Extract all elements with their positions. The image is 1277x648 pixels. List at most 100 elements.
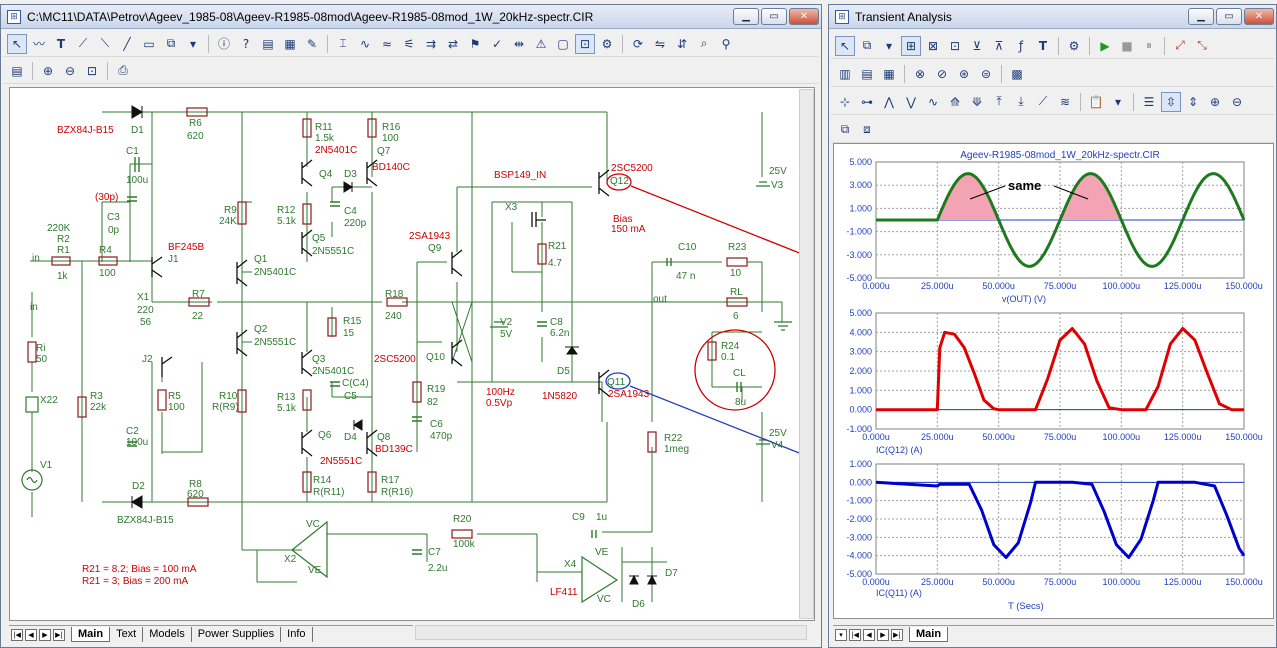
analysis-zoom-out-icon[interactable]: ⊖ — [1231, 94, 1243, 109]
clip-dropdown-icon[interactable]: ▾ — [1114, 94, 1122, 109]
prev-page-icon[interactable]: ◀ — [25, 628, 37, 641]
bus-icon[interactable]: ╱ — [123, 36, 131, 51]
grid-icon[interactable]: ▦ — [284, 36, 296, 51]
analysis-first-page-icon[interactable]: |◀ — [849, 628, 861, 641]
plot-area[interactable]: Ageev-R1985-08mod_1W_20kHz-spectr.CIR 5.… — [833, 143, 1274, 619]
list-icon[interactable]: ☰ — [1143, 94, 1155, 109]
table-icon[interactable]: ▤ — [861, 66, 873, 81]
minimize-button[interactable]: ▁ — [733, 8, 759, 25]
low-icon[interactable]: ⋁ — [906, 94, 916, 109]
numeric-output-icon[interactable]: ▥ — [839, 66, 851, 81]
analysis-properties-icon[interactable]: ⚙ — [1068, 38, 1080, 53]
component-icon[interactable]: 〰 — [32, 37, 45, 51]
pause-icon[interactable]: ⏸ — [1145, 38, 1152, 52]
top-icon[interactable]: ⤒ — [996, 94, 1002, 108]
stop-icon[interactable]: ■ — [1121, 38, 1133, 53]
plot-properties-icon[interactable]: ▦ — [883, 66, 895, 81]
analysis-prev-icon[interactable]: ◀ — [863, 628, 875, 641]
flip-icon[interactable]: ⇵ — [676, 36, 688, 51]
select-mode-icon[interactable]: ↖ — [7, 33, 27, 54]
grid-snap-icon[interactable]: ⊡ — [575, 33, 595, 54]
info-icon[interactable]: ⓘ — [217, 37, 230, 51]
waveform-icon[interactable]: ≋ — [1059, 94, 1071, 109]
flag-icon[interactable]: ⚑ — [469, 36, 481, 51]
analysis-tab-main[interactable]: Main — [909, 627, 949, 642]
global-low-icon[interactable]: ⟱ — [971, 94, 983, 109]
doc-icon[interactable]: ▤ — [11, 63, 23, 78]
zoom-fit-icon[interactable]: ⊡ — [86, 63, 98, 78]
scale-icon[interactable]: ⊞ — [901, 35, 921, 56]
attribute-icon[interactable]: ▤ — [262, 36, 274, 51]
schematic-titlebar[interactable]: ⊞ C:\MC11\DATA\Petrov\Ageev_1985-08\Agee… — [1, 5, 821, 29]
properties-icon[interactable]: ⚙ — [601, 36, 613, 51]
zoom-restore-icon[interactable]: ⊜ — [980, 66, 992, 81]
zoom-box-icon[interactable]: ⊠ — [927, 38, 939, 53]
pin-connections-icon[interactable]: ⇄ — [447, 36, 459, 51]
close-button[interactable]: ✕ — [789, 8, 819, 25]
analysis-next-icon[interactable]: ▶ — [877, 628, 889, 641]
tab-info[interactable]: Info — [281, 627, 313, 642]
grid-options-icon[interactable]: ▩ — [1011, 66, 1023, 81]
high-icon[interactable]: ⋀ — [884, 94, 894, 109]
maximize-button[interactable]: ▭ — [761, 8, 787, 25]
run-icon[interactable]: ▶ — [1100, 38, 1110, 53]
tab-text[interactable]: Text — [110, 627, 144, 642]
analysis-select-icon[interactable]: ↖ — [835, 35, 855, 56]
tab-power-supplies[interactable]: Power Supplies — [192, 627, 282, 642]
cursor-icon[interactable]: ⊻ — [972, 38, 982, 53]
connect-icon[interactable]: ⇹ — [513, 36, 525, 51]
zoom-out-icon[interactable]: ⊖ — [64, 63, 76, 78]
next-page-icon[interactable]: ▶ — [39, 628, 51, 641]
check-icon[interactable]: ✓ — [491, 36, 503, 51]
tab-main[interactable]: Main — [71, 627, 111, 642]
peak-icon[interactable]: ⊹ — [839, 94, 851, 109]
analysis-last-icon[interactable]: ▶| — [891, 628, 903, 641]
marker-icon[interactable]: ⊼ — [994, 38, 1004, 53]
analysis-minimize-button[interactable]: ▁ — [1188, 8, 1214, 25]
macro-icon[interactable]: ⧉ — [166, 36, 176, 50]
tag-slope-icon[interactable]: ⤡ — [1197, 38, 1207, 52]
page-icon[interactable]: ▢ — [557, 36, 569, 51]
schematic-vscroll[interactable] — [799, 89, 814, 619]
analysis-titlebar[interactable]: ⊞ Transient Analysis ▁ ▭ ✕ — [829, 5, 1276, 29]
node-voltages-icon[interactable]: ∿ — [359, 36, 371, 51]
tag-icon[interactable]: ⤢ — [1175, 38, 1185, 52]
zoom-in-icon[interactable]: ⊕ — [42, 63, 54, 78]
dropdown-icon[interactable]: ▾ — [189, 36, 197, 51]
help-icon[interactable]: ? — [242, 36, 250, 51]
pan-icon[interactable]: ⊡ — [949, 38, 961, 53]
copy-icon[interactable]: ⧉ — [840, 122, 850, 136]
states-icon[interactable]: ⇉ — [425, 36, 437, 51]
analysis-macro-icon[interactable]: ⧉ — [862, 38, 872, 52]
stack-icon[interactable]: ⇕ — [1187, 94, 1199, 109]
edit-icon[interactable]: ✎ — [306, 36, 318, 51]
binoculars-icon[interactable]: ⚲ — [721, 36, 731, 51]
warning-icon[interactable]: ⚠ — [535, 36, 547, 51]
text-icon[interactable]: T — [56, 36, 66, 51]
wire-icon[interactable]: ⟋ — [78, 36, 88, 50]
clipboard-icon[interactable]: 📋 — [1088, 94, 1104, 109]
last-page-icon[interactable]: ▶| — [53, 628, 65, 641]
tab-models[interactable]: Models — [143, 627, 192, 642]
analysis-text-icon[interactable]: T — [1038, 38, 1048, 53]
zoom-x-icon[interactable]: ⊗ — [914, 66, 926, 81]
node-numbers-icon[interactable]: ⌶ — [339, 36, 347, 50]
print-icon[interactable]: ⎙ — [118, 63, 128, 77]
analysis-close-button[interactable]: ✕ — [1244, 8, 1274, 25]
analysis-maximize-button[interactable]: ▭ — [1216, 8, 1242, 25]
analysis-first-icon[interactable]: ▾ — [835, 628, 847, 641]
rotate-icon[interactable]: ⟳ — [632, 36, 644, 51]
mirror-icon[interactable]: ⇋ — [654, 36, 666, 51]
box-icon[interactable]: ▭ — [143, 36, 155, 51]
diagonal-wire-icon[interactable]: ⟍ — [100, 36, 110, 50]
function-icon[interactable]: ƒ — [1018, 38, 1024, 53]
valley-icon[interactable]: ⊶ — [861, 94, 873, 109]
currents-icon[interactable]: ≈ — [381, 36, 393, 51]
inflection-icon[interactable]: ∿ — [927, 94, 939, 109]
power-icon[interactable]: ⚟ — [403, 36, 415, 51]
find-icon[interactable]: ⌕ — [700, 36, 708, 50]
bottom-icon[interactable]: ⤓ — [1018, 94, 1024, 108]
slope-icon[interactable]: ⟋ — [1038, 94, 1048, 108]
global-high-icon[interactable]: ⟰ — [949, 94, 961, 109]
